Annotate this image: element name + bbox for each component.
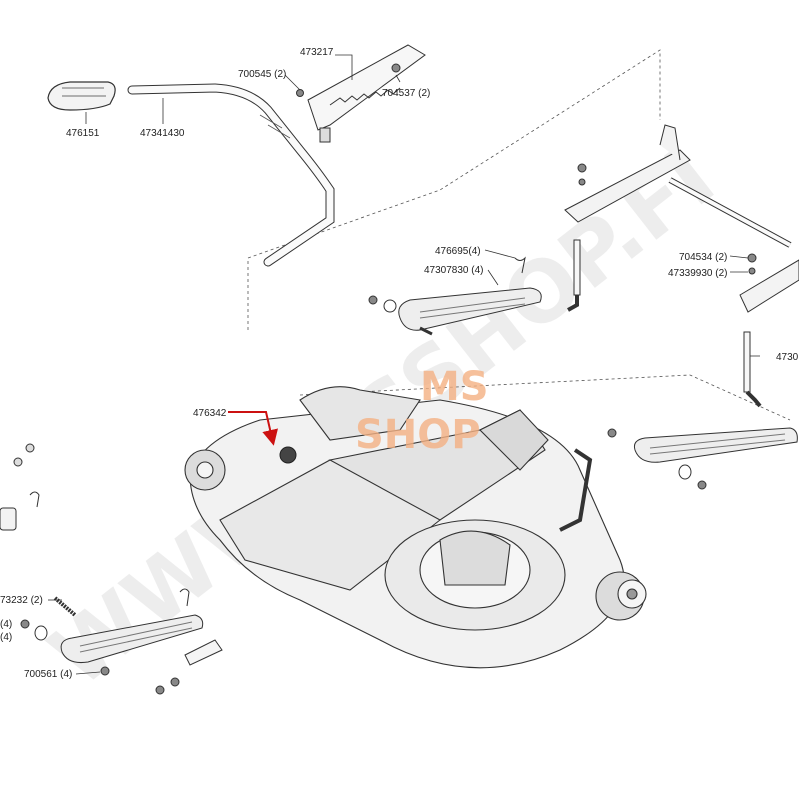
highlight-pointer [228,411,297,464]
left-edge-fasteners [0,443,40,531]
right-handle-bracket [564,124,799,313]
wheel-arm-right [607,427,798,490]
part-labels: 473217 700545 (2) 704537 (2) 476151 4734… [0,47,799,680]
label-704537: 704537 (2) [382,88,430,99]
label-left-4a: (4) [0,619,12,630]
mower-deck [184,386,647,669]
label-473232: 73232 (2) [0,595,43,606]
logo-shop: SHOP [355,412,481,458]
adjustment-rods [567,239,762,408]
shop-logo-watermark: MS SHOP [355,364,489,458]
label-476695: 476695(4) [435,246,481,257]
handle-grip [47,81,116,111]
label-left-4b: (4) [0,632,12,643]
height-adjuster-plate [296,44,426,143]
label-47307830: 47307830 (4) [424,265,484,276]
label-704534: 704534 (2) [679,252,727,263]
upper-handle [127,83,335,267]
label-476342: 476342 [193,408,227,419]
leader-lines [48,54,760,675]
label-476151: 476151 [66,128,100,139]
label-47341430: 47341430 [140,128,185,139]
wheel-arm-left [20,588,223,695]
label-473217: 473217 [300,47,334,58]
label-700561: 700561 (4) [24,669,72,680]
wheel-arm-top [368,256,542,336]
label-47339930: 47339930 (2) [668,268,728,279]
label-4730: 4730 [776,352,799,363]
logo-ms: MS [420,364,489,410]
label-700545: 700545 (2) [238,69,286,80]
